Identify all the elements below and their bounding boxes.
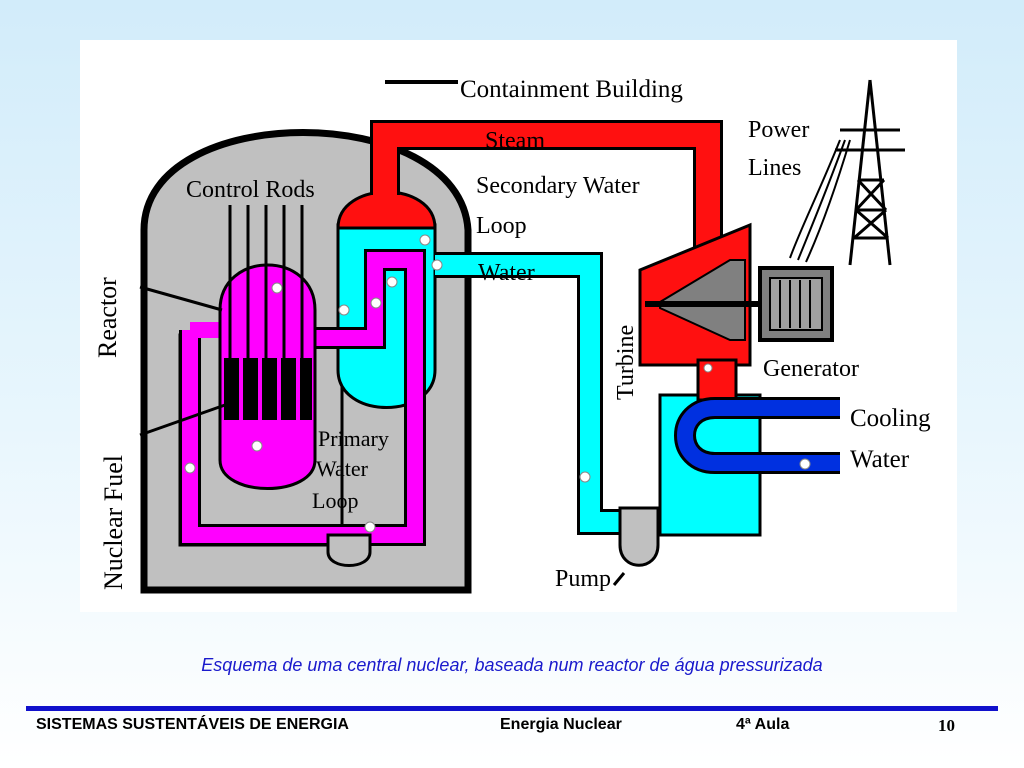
footer-page-number: 10 [938,716,955,735]
nuclear-fuel-rods [224,358,312,420]
footer-topic: Energia Nuclear [500,716,622,733]
reactor-pointer [139,285,223,312]
generator-core [769,277,823,331]
power-tower [835,79,905,266]
primary-pump [326,533,372,567]
label-loop: Loop [476,213,527,239]
secondary-pump [618,506,660,567]
footer-divider [26,706,998,711]
fuel-pointer [139,403,226,437]
label-cooling-water: Water [850,446,910,473]
cooling-water-fill [677,400,840,471]
water-bubbles [184,234,811,533]
label-nuclear-fuel: Nuclear Fuel [99,455,128,590]
label-generator: Generator [763,356,859,382]
label-turbine: Turbine [613,325,639,400]
label-primary-loop: Loop [312,488,358,513]
label-water: Water [478,260,535,286]
label-primary: Primary [318,426,389,451]
control-rods [228,205,304,358]
footer-lesson: 4ª Aula [736,716,790,733]
power-lines [789,139,851,263]
primary-loop-fill [182,252,423,543]
steam-pipe-fill [373,123,720,265]
label-steam: Steam [485,128,545,154]
label-lines: Lines [748,155,801,181]
turbine-rotor [659,259,746,341]
label-pump: Pump [555,566,611,592]
label-power: Power [748,117,809,143]
label-primary-water: Water [316,456,369,481]
pwr-diagram: Containment Building Steam Secondary Wat… [80,40,957,612]
generator-windings [779,280,811,328]
label-cooling: Cooling [850,405,931,432]
label-secondary-water: Secondary Water [476,173,640,199]
label-reactor: Reactor [93,277,122,358]
label-control-rods: Control Rods [186,177,315,203]
figure-caption: Esquema de uma central nuclear, baseada … [201,655,823,675]
footer-course: SISTEMAS SUSTENTÁVEIS DE ENERGIA [36,716,349,733]
turbine-exhaust [696,358,738,402]
label-containment-building: Containment Building [460,76,683,103]
pwr-schematic: Containment Building Steam Secondary Wat… [93,76,931,594]
pump-pointer [612,572,626,586]
